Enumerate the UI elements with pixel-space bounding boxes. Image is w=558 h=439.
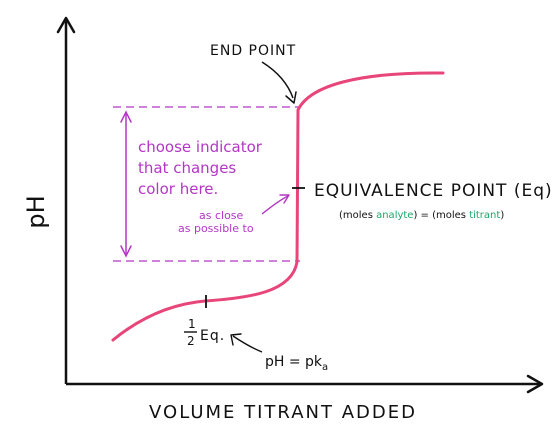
close-arrow — [261, 195, 289, 215]
moles-analyte: analyte — [376, 210, 413, 221]
x-axis-label: VOLUME TITRANT ADDED — [149, 402, 417, 423]
ph-pka-sub: a — [322, 362, 328, 373]
half-numerator: 1 — [188, 317, 196, 331]
indicator-arrow-bottom-head — [120, 245, 132, 258]
end-point-label: END POINT — [210, 43, 296, 59]
indicator-arrow-top-head — [120, 110, 132, 123]
moles-relation: (moles analyte) = (moles titrant) — [339, 210, 504, 221]
indicator-text-3: color here. — [138, 180, 218, 198]
half-eq-label: Eq. — [200, 328, 225, 344]
moles-mid: ) = (moles — [413, 210, 469, 221]
half-denominator: 2 — [187, 334, 195, 348]
y-axis-arrow — [56, 16, 76, 34]
pka-arrow-head — [230, 333, 242, 346]
y-axis-label: pH — [22, 195, 50, 228]
ph-pka-label: pH = pka — [265, 354, 328, 373]
close-arrow-head — [279, 194, 290, 204]
close-text-2: as possible to — [178, 222, 254, 235]
equivalence-label: EQUIVALENCE POINT (Eq) — [314, 181, 553, 201]
pka-arrow — [232, 335, 263, 353]
indicator-text-1: choose indicator — [138, 138, 263, 156]
end-point-arrow-head — [285, 91, 297, 104]
moles-titrant: titrant — [469, 210, 500, 221]
moles-open: (moles — [339, 210, 376, 221]
end-point-arrow — [261, 61, 294, 99]
titration-curve — [111, 71, 445, 342]
ph-pka-main: pH = pk — [265, 354, 323, 370]
indicator-text-2: that changes — [138, 159, 236, 177]
moles-close: ) — [500, 210, 504, 221]
x-axis-arrow — [526, 374, 544, 394]
close-text-1: as close — [199, 209, 244, 222]
